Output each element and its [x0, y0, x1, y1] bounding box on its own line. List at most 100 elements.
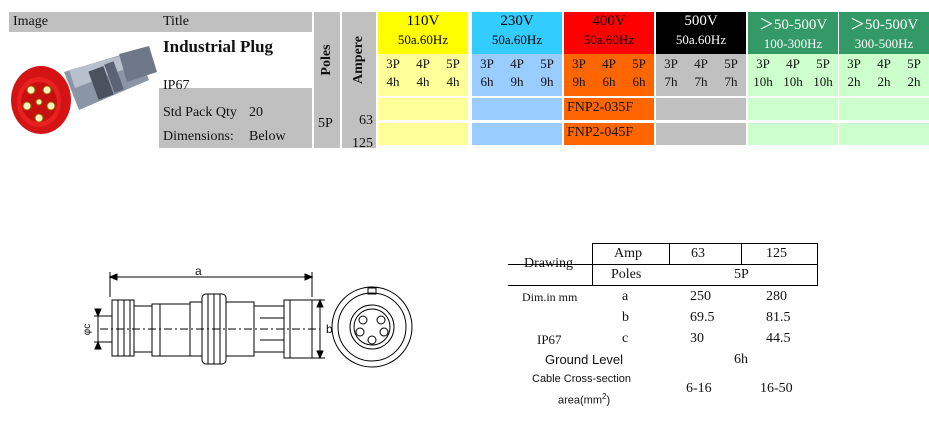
dim-b-label: b [326, 322, 333, 336]
voltage-value: 230V [500, 13, 534, 29]
dim-a-label: a [195, 264, 202, 278]
dimensions-value: Below [249, 129, 286, 144]
part-number-cell [378, 98, 468, 120]
pole-count: 5P [446, 56, 460, 71]
poles-label: Poles [611, 267, 642, 282]
image-header-cell: Image [9, 12, 159, 32]
ampere-header: Ampere [351, 36, 366, 84]
frequency-value: 50a.60Hz [491, 32, 543, 47]
ampere-63: 63 [359, 113, 373, 128]
voltage-header: 110V 50a.60Hz [378, 12, 468, 54]
plug-drawing-icon [94, 272, 413, 368]
ground-hour: 10h [783, 74, 803, 89]
amp-label: Amp [614, 246, 642, 261]
pole-count: 3P [664, 56, 678, 71]
ground-level-label: Ground Level [545, 352, 624, 367]
amp-63: 63 [691, 246, 705, 261]
dim-v2: 81.5 [766, 310, 791, 325]
pole-count: 5P [816, 56, 830, 71]
cable-value-63: 6-16 [686, 381, 712, 396]
dim-v1: 30 [690, 331, 704, 346]
dimension-drawing: a b φc [80, 262, 430, 412]
frequency-value: 50a.60Hz [397, 32, 449, 47]
ground-hour: 9h [572, 74, 586, 89]
dim-v1: 250 [690, 289, 711, 304]
voltage-value: 400V [592, 13, 626, 29]
part-number-cell [378, 123, 468, 145]
ampere-125: 125 [352, 136, 373, 151]
product-image [9, 32, 159, 148]
title-cell: Title Industrial Plug IP67 Std Pack Qty … [159, 12, 312, 148]
ground-hour: 4h [386, 74, 400, 89]
part-number-cell [839, 123, 929, 145]
pole-count: 4P [416, 56, 430, 71]
dim-c-label: φc [82, 323, 94, 336]
part-number: FNP2-045F [567, 125, 634, 140]
ground-hour: 6h [480, 74, 494, 89]
cable-label-line1: Cable Cross-section [532, 373, 632, 385]
ground-hour: 4h [446, 74, 460, 89]
amp-125: 125 [766, 246, 787, 261]
dim-k: a [622, 289, 629, 304]
poles-header: Poles [319, 44, 334, 76]
poles-value: 5P [318, 116, 333, 131]
ip67-label: IP67 [537, 332, 562, 347]
dim-k: c [622, 331, 629, 346]
voltage-value: 500V [684, 13, 718, 29]
voltage-value: ＞50-500V [758, 17, 828, 33]
part-number-cell [656, 123, 746, 145]
ground-hour: 10h [753, 74, 773, 89]
pole-count: 4P [694, 56, 708, 71]
part-number-cell: FNP2-045F [564, 123, 654, 145]
part-number-cell [472, 123, 562, 145]
ground-hour: 6h [632, 74, 646, 89]
voltage-value: 110V [406, 13, 440, 29]
voltage-header: ＞50-500V 100-300Hz [748, 12, 838, 54]
plug-icon [11, 46, 157, 134]
cable-value-125: 16-50 [760, 381, 793, 396]
pole-count: 3P [572, 56, 586, 71]
pole-count: 5P [724, 56, 738, 71]
ground-hour: 6h [602, 74, 616, 89]
frequency-value: 100-300Hz [763, 36, 823, 51]
pole-count: 4P [877, 56, 891, 71]
dim-v2: 44.5 [766, 331, 791, 346]
part-number-cell [656, 98, 746, 120]
dim-v1: 69.5 [690, 310, 715, 325]
title-label: Title [163, 14, 189, 29]
voltage-value: ＞50-500V [849, 17, 919, 33]
pole-count: 3P [756, 56, 770, 71]
std-pack-value: 20 [249, 105, 263, 120]
pole-count: 3P [480, 56, 494, 71]
pole-count: 3P [386, 56, 400, 71]
pole-count: 5P [540, 56, 554, 71]
part-number-cell [748, 123, 838, 145]
cable-label-line2: area(mm2) [558, 392, 611, 407]
dim-in-mm-label: Dim.in mm [522, 290, 578, 304]
poles-value-5p: 5P [734, 267, 749, 282]
ground-hour: 4h [416, 74, 430, 89]
drawing-label: Drawing [524, 256, 573, 271]
ampere-column: Ampere 63 125 [342, 12, 376, 151]
voltage-header: 500V 50a.60Hz [656, 12, 746, 54]
std-pack-label: Std Pack Qty [163, 105, 237, 120]
product-title: Industrial Plug [163, 37, 274, 56]
frequency-value: 50a.60Hz [675, 32, 727, 47]
dim-k: b [622, 310, 629, 325]
ground-hour: 9h [510, 74, 524, 89]
pole-count: 4P [510, 56, 524, 71]
pole-count: 4P [602, 56, 616, 71]
ground-hour: 2h [847, 74, 861, 89]
ground-hour: 7h [694, 74, 708, 89]
part-number-cell: FNP2-035F [564, 98, 654, 120]
ground-hour: 10h [813, 74, 833, 89]
